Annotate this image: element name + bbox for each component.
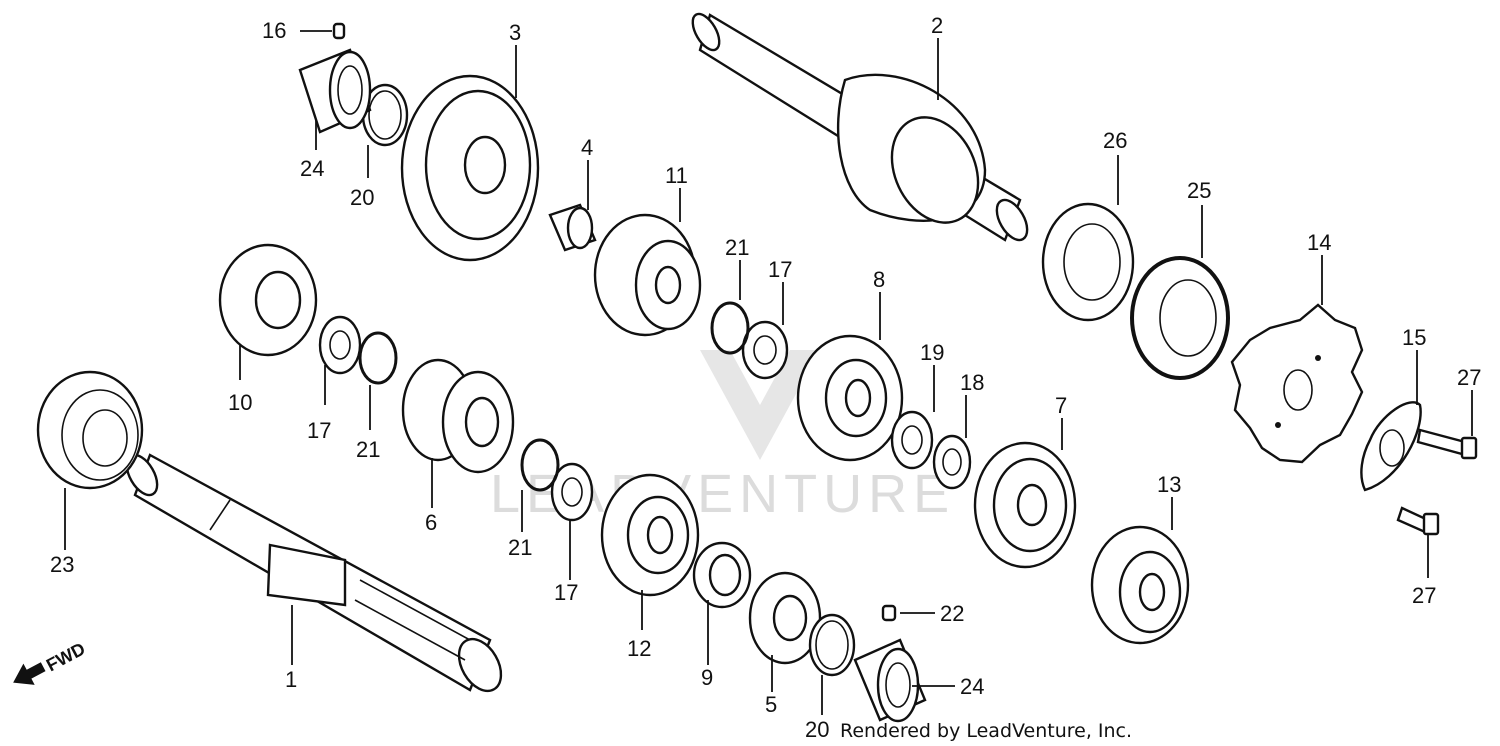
needle-bearing-part-24-a: [298, 48, 372, 134]
countershaft-part-1: [125, 453, 503, 693]
sprocket-part-14: [1230, 303, 1364, 464]
callout-10: 10: [228, 390, 252, 415]
callout-26: 26: [1103, 128, 1127, 153]
callout-11: 11: [665, 163, 688, 188]
callout-8: 8: [873, 267, 885, 292]
washer-part-17-b: [741, 320, 789, 380]
callout-2: 2: [931, 13, 943, 38]
gear-part-11: [593, 213, 702, 337]
ring-part-20-a: [361, 83, 409, 147]
gear-part-3: [400, 74, 540, 262]
fwd-label: FWD: [43, 639, 89, 676]
washer-part-18: [932, 434, 972, 490]
callout-17-b: 17: [768, 257, 792, 282]
plate-part-15: [1360, 401, 1422, 492]
callout-7: 7: [1055, 393, 1067, 418]
callout-21-a: 21: [356, 437, 380, 462]
callout-27-b: 27: [1412, 583, 1436, 608]
washer-part-17-a: [318, 315, 362, 375]
callout-21-b: 21: [725, 235, 749, 260]
gear-part-5: [748, 571, 822, 665]
callout-5: 5: [765, 692, 777, 717]
bolt-part-27-a: [1416, 428, 1478, 460]
callout-labels: 1 2 3 4 5 6 7 8 9 10 11 12 13 14 15 16 1…: [50, 13, 1481, 742]
callout-12: 12: [627, 636, 651, 661]
needle-bearing-part-24-b: [853, 638, 927, 723]
callout-14: 14: [1307, 230, 1331, 255]
callout-16: 16: [262, 18, 286, 43]
bushing-part-4: [548, 203, 597, 252]
gear-part-13: [1090, 525, 1190, 645]
callout-22: 22: [940, 601, 964, 626]
gear-part-8: [796, 334, 904, 462]
circlip-part-21-c: [520, 438, 560, 492]
pin-part-22: [881, 604, 897, 622]
callout-20-a: 20: [350, 185, 374, 210]
callout-24-b: 24: [960, 674, 984, 699]
callout-23: 23: [50, 552, 74, 577]
pin-part-16: [332, 22, 346, 40]
callout-20-b: 20: [805, 717, 829, 742]
gear-part-6: [401, 358, 515, 474]
callout-17-a: 17: [307, 418, 331, 443]
bearing-part-25: [1130, 256, 1230, 380]
callout-19: 19: [920, 340, 944, 365]
callout-13: 13: [1157, 472, 1181, 497]
bushing-part-9: [692, 541, 752, 609]
callout-3: 3: [509, 20, 521, 45]
callout-9: 9: [701, 665, 713, 690]
circlip-part-21-a: [358, 331, 398, 385]
callout-17-c: 17: [554, 580, 578, 605]
callout-24-a: 24: [300, 156, 324, 181]
ring-part-20-b: [808, 613, 856, 677]
gear-part-7: [973, 441, 1077, 569]
circlip-part-21-b: [710, 301, 750, 355]
mainshaft-part-2: [691, 12, 1029, 242]
credit-text: Rendered by LeadVenture, Inc.: [840, 720, 1132, 742]
callout-21-c: 21: [508, 535, 532, 560]
callout-25: 25: [1187, 178, 1211, 203]
fwd-arrow: FWD: [13, 639, 89, 685]
bearing-part-23: [36, 370, 144, 490]
callout-18: 18: [960, 370, 984, 395]
callout-6: 6: [425, 510, 437, 535]
gear-part-12: [600, 473, 700, 597]
callout-1: 1: [285, 667, 297, 692]
gear-part-10: [218, 243, 318, 357]
callout-15: 15: [1402, 325, 1426, 350]
washer-part-17-c: [550, 462, 594, 522]
callout-27-a: 27: [1457, 365, 1481, 390]
callout-4: 4: [581, 135, 593, 160]
leader-lines: [64, 30, 1473, 715]
washer-part-19: [890, 410, 934, 470]
bolt-part-27-b: [1396, 506, 1440, 536]
oil-seal-part-26: [1041, 202, 1135, 322]
